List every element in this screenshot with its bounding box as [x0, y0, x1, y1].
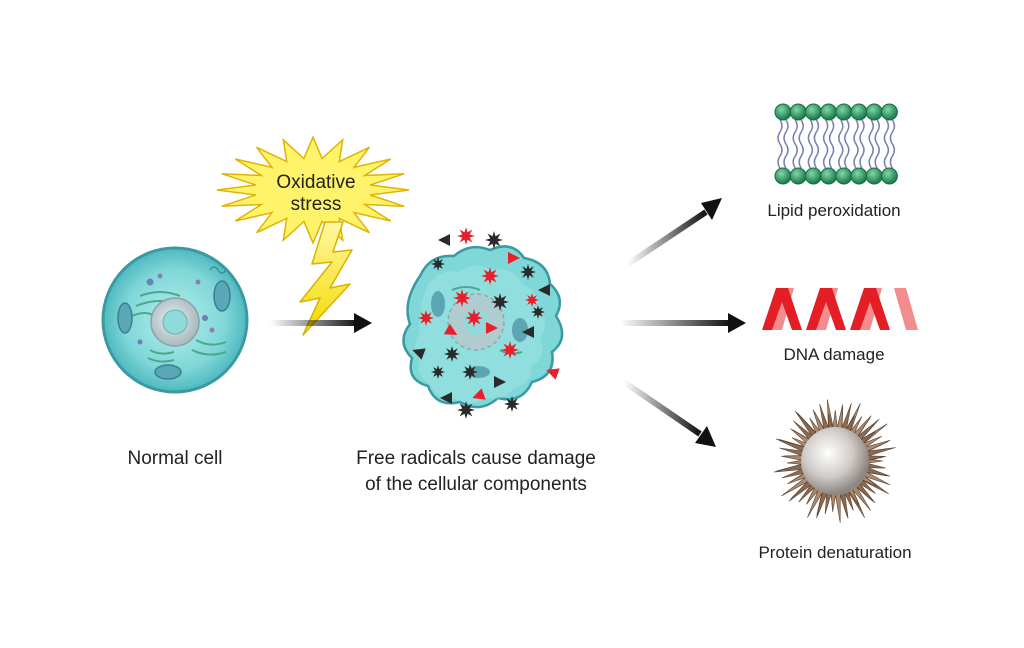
free-radical-icon: [501, 341, 519, 359]
free-radical-icon: [462, 364, 478, 380]
free-radical-icon: [546, 368, 560, 380]
denatured-protein: [773, 399, 896, 523]
normal-cell: [101, 246, 249, 394]
free-radical-icon: [522, 326, 534, 338]
arrow-icon: [270, 313, 372, 333]
free-radical-icon: [457, 401, 475, 419]
arrow-icon: [620, 313, 746, 333]
free-radical-icon: [508, 252, 520, 264]
free-radical-icon: [438, 234, 450, 246]
free-radical-icon: [531, 305, 545, 319]
burst-label-line1: Oxidative: [276, 172, 356, 193]
damaged-cell-label: Free radicals cause damage of the cellul…: [326, 446, 626, 498]
free-radical-icon: [538, 284, 550, 296]
free-radicals: [412, 227, 560, 419]
dna-damage-label: DNA damage: [783, 345, 885, 364]
protein-denaturation-label: Protein denaturation: [758, 543, 912, 562]
free-radical-icon: [465, 309, 483, 327]
arrow-icon: [622, 379, 716, 447]
free-radical-icon: [481, 267, 499, 285]
free-radical-icon: [412, 348, 426, 360]
free-radical-icon: [418, 310, 434, 326]
free-radical-icon: [494, 376, 506, 388]
lipid-bilayer: [774, 103, 898, 185]
free-radical-icon: [520, 264, 536, 280]
free-radical-icon: [457, 227, 475, 245]
oxidative-stress-burst: [216, 135, 410, 245]
dna-helix: [762, 288, 918, 330]
free-radical-icon: [440, 392, 452, 404]
arrow-icon: [626, 198, 722, 267]
free-radical-icon: [444, 346, 460, 362]
free-radical-icon: [485, 231, 503, 249]
free-radical-icon: [491, 293, 509, 311]
free-radical-icon: [472, 388, 486, 400]
damaged-cell-label-line1: Free radicals cause damage: [356, 448, 596, 469]
free-radical-icon: [443, 323, 458, 335]
lightning-bolt-icon: [299, 221, 353, 336]
free-radical-icon: [504, 396, 520, 412]
free-radical-icon: [431, 257, 445, 271]
damaged-cell-label-line2: of the cellular components: [365, 474, 587, 495]
free-radical-icon: [525, 293, 539, 307]
normal-cell-label: Normal cell: [127, 448, 223, 469]
lipid-peroxidation-label: Lipid peroxidation: [767, 201, 901, 220]
free-radical-icon: [431, 365, 445, 379]
free-radical-icon: [486, 322, 498, 334]
free-radical-icon: [453, 289, 471, 307]
damaged-cell: [402, 245, 564, 409]
burst-label-line2: stress: [290, 194, 342, 215]
burst-label: Oxidative stress: [256, 172, 376, 216]
